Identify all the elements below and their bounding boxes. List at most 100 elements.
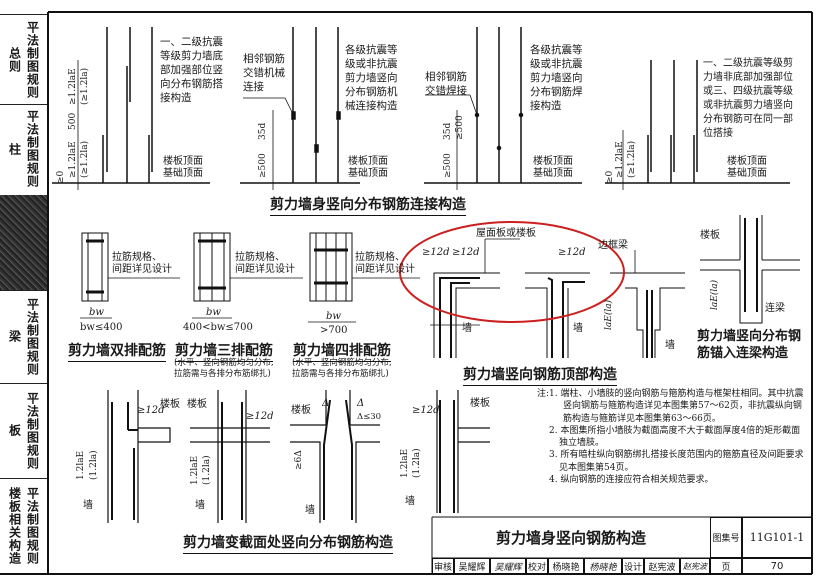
coupling-title: 剪力墙竖向分布钢 筋锚入连梁构造 [697,329,802,361]
triple-row-title: 剪力墙三排配筋 [175,340,273,362]
lap-splice-diagram [52,27,210,190]
d12-label: ≥12d [246,411,274,422]
designer-name: 赵宪波 [644,558,680,574]
connection-section-title: 剪力墙身竖向分布钢筋连接构造 [270,194,466,216]
sidebar-item-general[interactable]: 总则 平法制图规则 [0,14,47,105]
wall-label: 墙 [405,496,415,507]
dim-label: (≥1.2la) [80,140,90,178]
dim-label: (≥1.2la) [80,67,90,105]
dim-label: ≥500 [443,153,453,178]
dim-label: ≥500 [455,115,465,140]
note-1: 注:1. 端柱、小墙肢的竖向钢筋与箍筋构造与框架柱相同。其中抗震竖向钢筋与箍筋构… [537,389,804,424]
bw-label: bw [326,311,341,322]
frame [0,11,813,575]
wall-label: 墙 [665,340,675,351]
dim-label: ≥0 [56,170,66,184]
edge-beam-label: 边框梁 [598,240,628,251]
roof-slab-label: 屋面板或楼板 [476,228,536,239]
mechanical-splice-description: 各级抗震等 级或非抗震 剪力墙竖向 分布钢筋机 械连接构造 [345,44,398,112]
design-label: 设计 [622,558,644,574]
bw-label: bw [89,307,104,318]
d12-label: ≥12d [137,405,165,416]
dim-label: 35d [443,122,453,140]
double-row-title: 剪力墙双排配筋 [68,340,166,362]
wall-label: 墙 [83,500,93,511]
coupling-beam-label: 连梁 [765,303,785,314]
bw-range: >700 [320,325,348,336]
slab-label: 楼板 [291,405,311,416]
top-construction-diagram [430,238,685,358]
top-construction-title: 剪力墙竖向钢筋顶部构造 [463,364,617,386]
section-change-title: 剪力墙变截面处竖向分布钢筋构造 [183,532,393,554]
welded-splice-description: 各级抗震等 级或非抗震 剪力墙竖向 分布钢筋焊 接构造 [530,44,583,112]
wall-label: 墙 [305,505,315,516]
page-label: 页 [710,558,742,574]
slab-label: 楼板 [160,399,180,410]
lap-label: 1.2laE [76,450,86,480]
quad-row-section [308,232,420,323]
bw-range: 400<bw≤700 [183,322,253,333]
note-3: 3. 所有暗柱纵向钢筋绑扎搭接长度范围内的箍筋直径及间距要求见本图集第54页。 [549,450,804,473]
wall-label: 墙 [195,500,205,511]
double-row-section [80,232,180,319]
note-2: 2. 本图集所指小墙肢为截面高度不大于截面厚度4倍的矩形截面独立墙肢。 [549,425,801,449]
sidebar-item-slab[interactable]: 板 平法制图规则 [0,383,47,479]
d12-label: ≥12d [422,247,450,258]
mechanical-splice-diagram [240,27,360,190]
dim-label: 35d [258,122,268,140]
dim-label: ≥0 [605,170,615,184]
anchor-length-label: laE(la) [604,299,614,330]
lap-splice-description: 一、二级抗震 等级剪力墙底 部加强部位竖 向分布钢筋搭 接构造 [160,36,223,104]
triple-row-note: (水平、竖向钢筋均匀分布, 拉筋需与各排分布筋绑扎) [174,358,274,379]
checker-name: 杨晓艳 [548,558,584,574]
quad-row-title: 剪力墙四排配筋 [293,340,391,362]
dim-label: ≥1.2laE [615,141,625,178]
review-label: 审核 [432,558,454,574]
sidebar-item-beam[interactable]: 梁 平法制图规则 [0,290,47,384]
page-number: 70 [742,558,812,574]
lap-label: (1.2la) [412,448,422,478]
reviewer-name: 吴耀辉 [454,558,490,574]
dim-label: (≥1.2la) [627,140,637,178]
slab-label: 楼板 [470,398,490,409]
lap-label: (1.2la) [202,455,212,485]
same-location-lap-description: 一、二级抗震等级剪 力墙非底部加强部位 或三、四级抗震等级 或非抗震剪力墙竖向 … [703,58,793,139]
slope-label: ≥6Δ [294,450,304,470]
dim-label: 500 [68,112,78,130]
d12-label: ≥12d [558,247,586,258]
wall-label: 墙 [573,323,583,334]
reviewer-signature: 吴耀辉 [490,558,526,574]
quad-row-note: (水平、竖向钢筋均匀分布, 拉筋需与各排分布筋绑扎) [292,358,392,379]
floor-label: 楼板顶面 基础顶面 [348,156,388,179]
sidebar: 总则 平法制图规则 柱 平法制图规则 梁 平法制图规则 板 平法制图规则 楼板相… [0,14,47,575]
floor-label: 楼板顶面 基础顶面 [727,156,767,179]
sidebar-item-wall-active[interactable] [0,195,47,291]
bw-label: bw [206,307,221,318]
dim-label: ≥500 [258,153,268,178]
drawing-title: 剪力墙身竖向钢筋构造 [495,529,646,547]
welded-splice-diagram [424,27,582,190]
check-label: 校对 [526,558,548,574]
floor-label: 楼板顶面 基础顶面 [533,156,573,179]
atlas-label: 图集号 [710,517,742,558]
welded-splice-callout: 相邻钢筋 交错焊接 [425,71,467,97]
triple-row-section [192,232,303,319]
slab-label: 楼板 [700,230,720,241]
dim-label: ≥1.2laE [68,141,78,178]
sidebar-item-slab-related[interactable]: 楼板相关构造 平法制图规则 [0,478,47,575]
note-4: 4. 纵向钢筋的连接应符合相关规范要求。 [549,475,714,486]
anchor-length-label: laE(la) [710,279,720,310]
tie-note: 拉筋规格、 间距详见设计 [112,252,172,275]
delta-label: Δ [357,398,365,409]
d12-label: ≥12d [412,405,440,416]
section-change-diagrams [107,390,490,523]
delta-limit-label: Δ≤30 [357,412,382,422]
dim-label: ≥1.2laE [68,68,78,105]
slab-label: 楼板 [187,399,207,410]
tie-note: 拉筋规格、 间距详见设计 [355,252,415,275]
floor-label: 楼板顶面 基础顶面 [163,156,203,179]
lap-label: 1.2laE [400,448,410,478]
lap-label: (1.2la) [89,450,99,480]
atlas-number: 11G101-1 [742,517,812,558]
